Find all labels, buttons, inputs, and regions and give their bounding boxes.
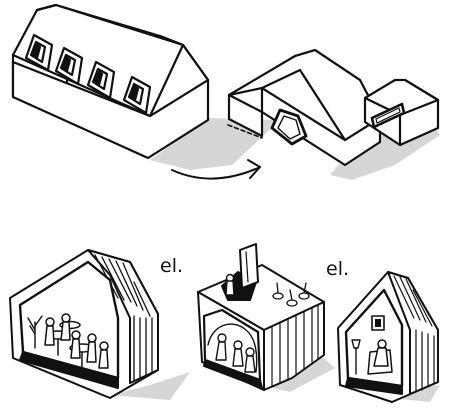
option-courtyard-block bbox=[198, 244, 335, 392]
or-label-2: el. bbox=[326, 258, 349, 280]
transformed-building bbox=[228, 50, 440, 180]
roof-hatch bbox=[240, 244, 258, 288]
roof-figures bbox=[226, 275, 234, 296]
option-living-cutaway bbox=[338, 272, 440, 402]
or-label-1: el. bbox=[160, 255, 183, 277]
